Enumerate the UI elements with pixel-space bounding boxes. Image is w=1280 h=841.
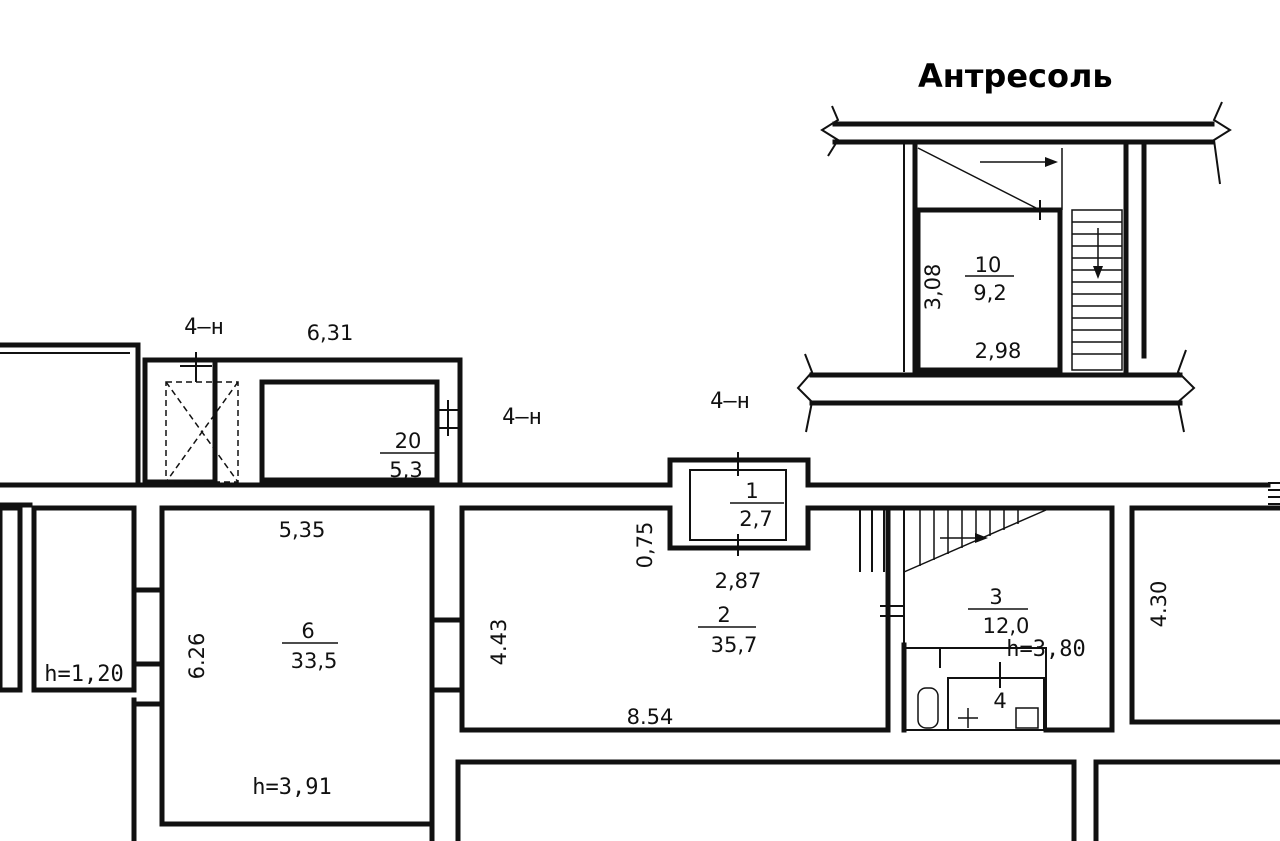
break-mark bbox=[1212, 101, 1232, 185]
room-area: 9,2 bbox=[973, 281, 1006, 305]
room-2-outline bbox=[459, 505, 891, 733]
room-area: 5,3 bbox=[389, 458, 422, 482]
dimension-label: 5,35 bbox=[279, 518, 326, 542]
room-area: 35,7 bbox=[711, 633, 758, 657]
dimension-label: 0,75 bbox=[633, 522, 657, 569]
break-mark bbox=[820, 105, 840, 157]
ventilation-shaft bbox=[165, 381, 239, 483]
room-number-4: 4 bbox=[993, 689, 1006, 713]
room-6-outline bbox=[159, 505, 435, 827]
break-mark bbox=[796, 353, 814, 433]
room-area: 12,0 bbox=[983, 614, 1030, 638]
dimension-label: 8.54 bbox=[627, 705, 674, 729]
dimension-label: 3,08 bbox=[921, 264, 945, 311]
main-floor-walls bbox=[0, 342, 1280, 841]
bathtub-icon bbox=[917, 687, 939, 729]
stair-diagonal bbox=[917, 147, 1041, 211]
room-number: 20 bbox=[395, 429, 422, 453]
marker-label: 4–н bbox=[184, 315, 224, 340]
room-area: 33,5 bbox=[291, 649, 338, 673]
stair-arrow-icon bbox=[1045, 157, 1058, 167]
room-number: 1 bbox=[745, 479, 758, 503]
room-label-6: 6 33,5 bbox=[282, 619, 338, 673]
room-label-10: 10 9,2 bbox=[965, 253, 1014, 305]
room-label-3: 3 12,0 bbox=[968, 585, 1029, 638]
room-number: 3 bbox=[989, 585, 1002, 609]
room-area: 2,7 bbox=[739, 507, 772, 531]
toilet-icon bbox=[1015, 707, 1039, 729]
dimension-label: 6,31 bbox=[307, 321, 354, 345]
stair-steps bbox=[1071, 209, 1123, 371]
marker-label: 4–н bbox=[710, 389, 750, 414]
marker-label: 4–н bbox=[502, 405, 542, 430]
room-label-1: 1 2,7 bbox=[730, 479, 784, 531]
room-number: 10 bbox=[975, 253, 1002, 277]
dimension-label: 6.26 bbox=[185, 633, 209, 680]
room-20-outline bbox=[259, 379, 440, 483]
dimension-label: 2,98 bbox=[975, 339, 1022, 363]
room-label-20: 20 5,3 bbox=[380, 429, 436, 482]
room-label-2: 2 35,7 bbox=[698, 603, 757, 657]
height-label: h=3,91 bbox=[252, 775, 331, 800]
room-number: 2 bbox=[717, 603, 730, 627]
dimension-label: 4.30 bbox=[1147, 581, 1171, 628]
height-label: h=1,20 bbox=[44, 662, 123, 687]
room-3-outline bbox=[885, 505, 1115, 733]
stair-arrow-icon bbox=[975, 533, 988, 543]
room-number: 6 bbox=[301, 619, 314, 643]
room-10-outline bbox=[915, 207, 1063, 373]
stair-arrow-icon bbox=[1093, 266, 1103, 279]
plan-title: Антресоль bbox=[918, 57, 1113, 95]
height-label: h=3,80 bbox=[1006, 637, 1085, 662]
break-mark bbox=[1176, 349, 1196, 433]
mezzanine-plan bbox=[796, 101, 1232, 433]
dimension-label: 2,87 bbox=[715, 569, 762, 593]
dimension-label: 4.43 bbox=[487, 619, 511, 666]
